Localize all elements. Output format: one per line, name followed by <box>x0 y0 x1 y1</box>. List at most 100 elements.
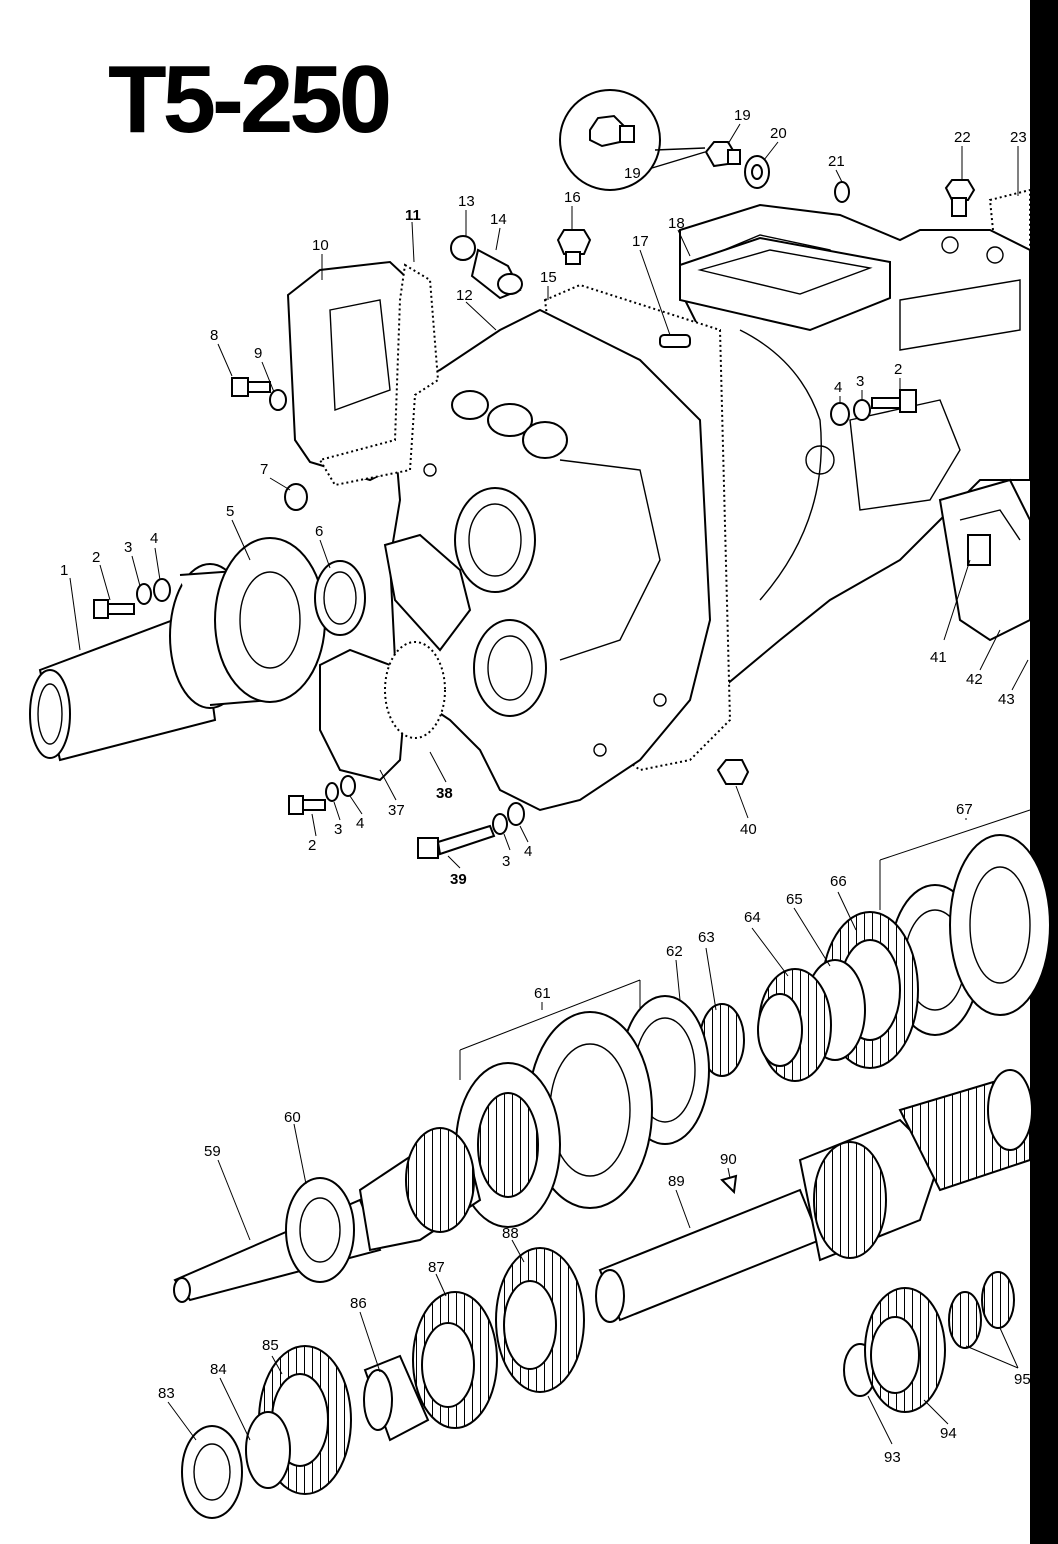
callout-11: 11 <box>405 207 421 224</box>
part-18-top-plate <box>679 236 891 332</box>
callout-42: 42 <box>966 671 983 688</box>
callout-4-lower: 4 <box>356 815 364 832</box>
part-2-bolt-lower <box>288 795 326 815</box>
callout-39: 39 <box>450 871 467 888</box>
callout-3-right: 3 <box>856 373 864 390</box>
callout-8: 8 <box>210 327 218 344</box>
part-20-washer <box>744 155 770 189</box>
part-60-bearing <box>285 1177 355 1283</box>
part-2-bolt-right <box>871 389 917 413</box>
part-14-pin <box>470 248 523 300</box>
callout-19: 19 <box>734 107 751 124</box>
part-4-washer-lower <box>340 775 356 797</box>
callout-labels: 1 2 3 4 5 6 7 8 9 10 11 12 13 14 15 16 1… <box>60 107 1031 1466</box>
callout-60: 60 <box>284 1109 301 1126</box>
part-8-bolt <box>231 377 271 397</box>
part-12-adapter-housing <box>388 308 712 812</box>
callout-3: 3 <box>124 539 132 556</box>
part-21-ring <box>834 181 850 203</box>
callout-89: 89 <box>668 1173 685 1190</box>
callout-9: 9 <box>254 345 262 362</box>
callout-64: 64 <box>744 909 761 926</box>
part-3-washer-left <box>136 583 152 605</box>
part-4-washer-bolt39 <box>507 802 525 826</box>
part-94-gear <box>864 1287 946 1413</box>
callout-94: 94 <box>940 1425 957 1442</box>
callout-38: 38 <box>436 785 453 802</box>
part-22-plug <box>944 179 976 217</box>
part-84-snap-ring <box>245 1411 291 1489</box>
part-4-washer-left <box>153 578 171 602</box>
part-88-gear <box>495 1247 585 1393</box>
part-37-cover <box>319 648 407 782</box>
callout-21: 21 <box>828 153 845 170</box>
callout-7: 7 <box>260 461 268 478</box>
callout-41: 41 <box>930 649 947 666</box>
callout-65: 65 <box>786 891 803 908</box>
part-61-synchronizer-assembly <box>455 1011 653 1228</box>
callout-4: 4 <box>150 530 158 547</box>
part-40-drain-plug <box>716 759 750 785</box>
callout-6: 6 <box>315 523 323 540</box>
callout-12: 12 <box>456 287 473 304</box>
part-3-washer-bolt39 <box>492 813 508 835</box>
part-17-dowel <box>659 334 691 348</box>
part-3-washer-lower <box>325 782 339 802</box>
callout-61: 61 <box>534 985 551 1002</box>
part-11-gasket <box>318 263 440 487</box>
callout-86: 86 <box>350 1295 367 1312</box>
part-90-key <box>720 1174 738 1195</box>
callout-2-lower: 2 <box>308 837 316 854</box>
callout-18: 18 <box>668 215 685 232</box>
callout-14: 14 <box>490 211 507 228</box>
callout-22: 22 <box>954 129 971 146</box>
callout-83: 83 <box>158 1385 175 1402</box>
callout-88: 88 <box>502 1225 519 1242</box>
callout-95: 95 <box>1014 1371 1031 1388</box>
callout-3-lower: 3 <box>334 821 342 838</box>
callout-2-right: 2 <box>894 361 902 378</box>
callout-3-bolt39: 3 <box>502 853 510 870</box>
part-3-washer-right <box>853 399 871 421</box>
part-95-bearings <box>948 1271 1015 1349</box>
part-64-gear <box>757 968 832 1082</box>
part-19-detail-bubble <box>559 89 706 191</box>
leader-lines <box>69 123 1031 1445</box>
callout-2: 2 <box>92 549 100 566</box>
part-83-bearing <box>181 1425 243 1519</box>
callout-16: 16 <box>564 189 581 206</box>
callout-43: 43 <box>998 691 1015 708</box>
callout-84: 84 <box>210 1361 227 1378</box>
part-7-plug <box>284 483 308 511</box>
callout-19-detail: 19 <box>624 165 641 182</box>
callout-67: 67 <box>956 801 973 818</box>
callout-37: 37 <box>388 802 405 819</box>
callout-90: 90 <box>720 1151 737 1168</box>
callout-59: 59 <box>204 1143 221 1160</box>
callout-5: 5 <box>226 503 234 520</box>
part-38-gasket <box>384 641 446 739</box>
part-9-washer <box>269 389 287 411</box>
callout-93: 93 <box>884 1449 901 1466</box>
callout-63: 63 <box>698 929 715 946</box>
callout-62: 62 <box>666 943 683 960</box>
part-89-countershaft <box>595 1069 1033 1323</box>
callout-87: 87 <box>428 1259 445 1276</box>
callout-17: 17 <box>632 233 649 250</box>
part-4-washer-right <box>830 402 850 426</box>
diagram-title: T5-250 <box>108 46 392 153</box>
callout-23: 23 <box>1010 129 1027 146</box>
callout-4-bolt39: 4 <box>524 843 532 860</box>
part-39-bolt <box>417 824 496 859</box>
callout-4-right: 4 <box>834 379 842 396</box>
part-19-plug <box>704 141 741 168</box>
part-2-bolt-left <box>93 599 135 619</box>
part-6-seal <box>314 560 366 636</box>
adapter-lower-plate <box>383 533 472 652</box>
callout-10: 10 <box>312 237 329 254</box>
part-5-flange <box>214 537 326 703</box>
part-13-plug <box>450 235 476 261</box>
callout-1: 1 <box>60 562 68 579</box>
callout-13: 13 <box>458 193 475 210</box>
